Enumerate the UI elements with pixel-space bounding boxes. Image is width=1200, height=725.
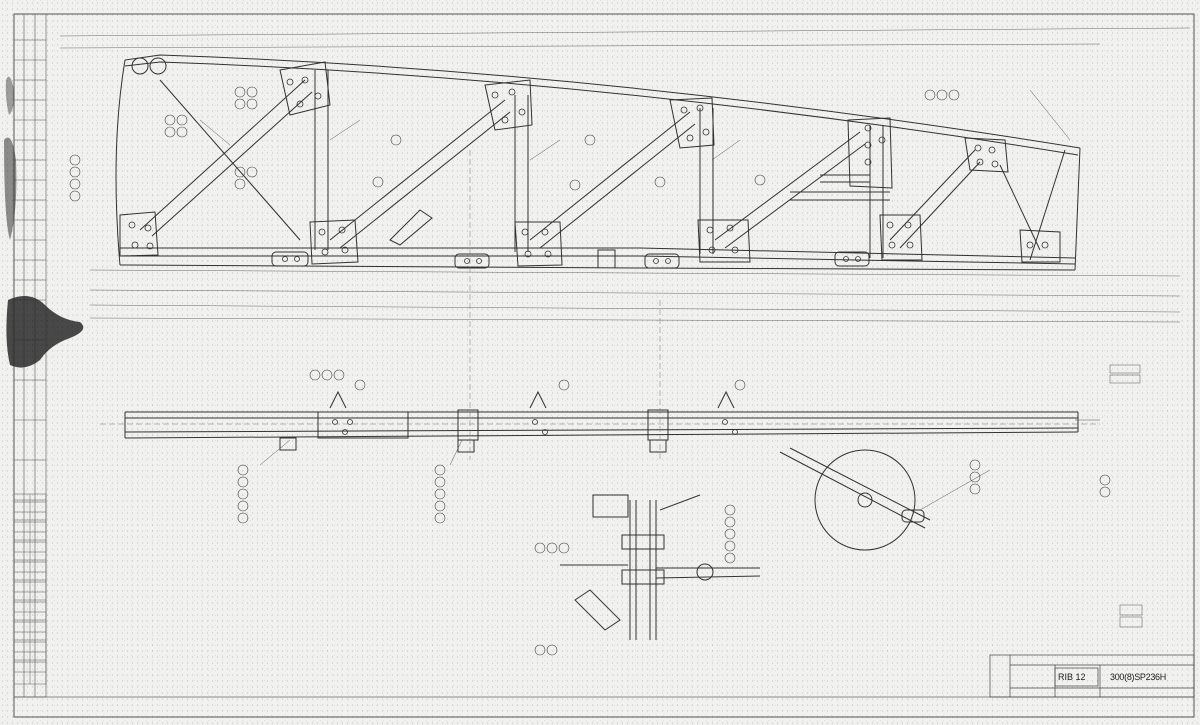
leader-lines <box>199 89 1100 511</box>
sheet-border <box>13 13 1195 718</box>
parts-list-table <box>13 493 47 685</box>
section-detail <box>560 494 761 640</box>
top-dimension-lines <box>59 27 1191 323</box>
title-block-drawing-number: 300(8)SP236H <box>1110 672 1166 682</box>
paper-stain <box>4 76 84 368</box>
rib-truss-elevation <box>115 54 1081 271</box>
title-block-rib-label: RIB 12 <box>1058 672 1086 682</box>
rib-plan-view <box>124 390 1079 551</box>
callout-balloons-bottom <box>237 369 1111 656</box>
callout-balloons-top <box>69 86 960 202</box>
rivet-holes-top <box>128 76 1049 264</box>
title-block <box>989 654 1195 698</box>
center-lines <box>100 150 1100 460</box>
rivet-holes-plan <box>332 419 738 435</box>
right-notes-boxes <box>1109 364 1143 628</box>
